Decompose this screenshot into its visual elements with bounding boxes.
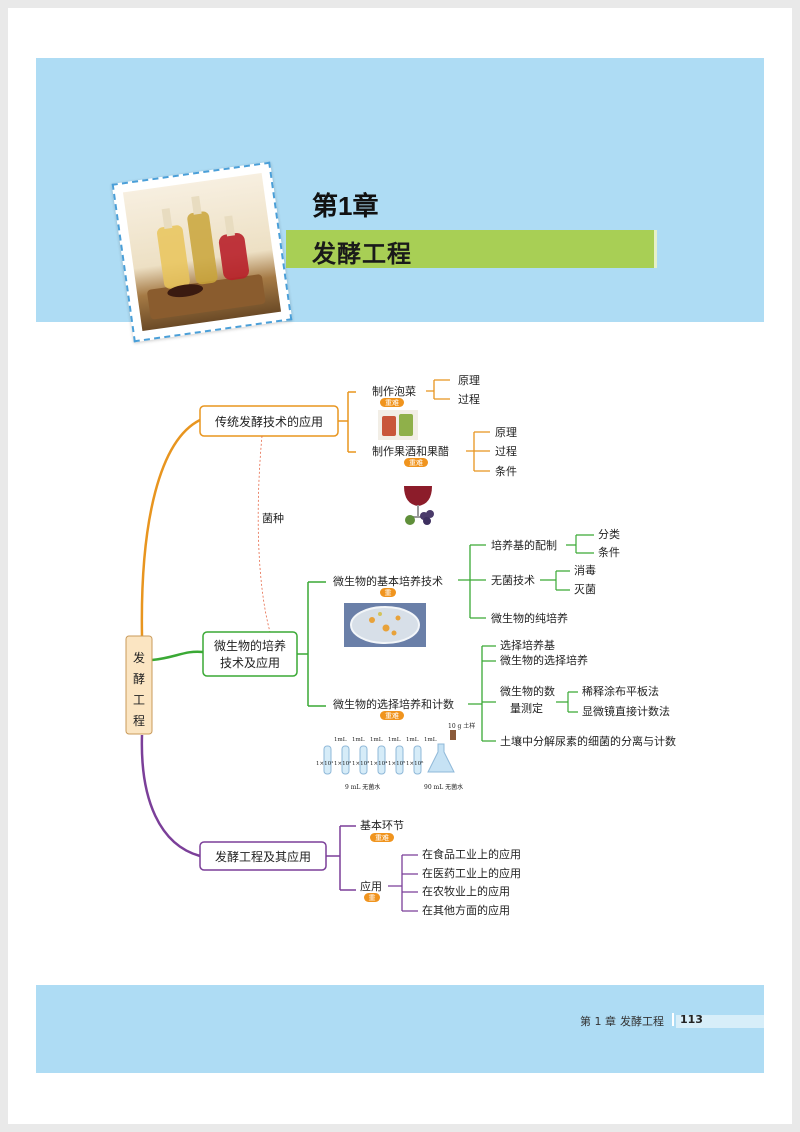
b2-sub1-item1-fork bbox=[566, 534, 594, 554]
root-node bbox=[125, 635, 153, 735]
branch1-connector bbox=[140, 418, 201, 637]
footer-chapter: 第 1 章 bbox=[580, 1015, 616, 1028]
b2-sub2-badge bbox=[380, 711, 404, 720]
b1-sub2-badge-text: 重难 bbox=[409, 458, 423, 467]
b1-sub2-label: 制作果酒和果醋 bbox=[372, 444, 449, 458]
dilution-tube-6: 1×10⁶ bbox=[406, 760, 424, 767]
dilution-volume-5: 1mL bbox=[406, 737, 419, 743]
b2-sub1-fork bbox=[458, 544, 486, 619]
dilution-flask-label: 90 mL 无菌水 bbox=[424, 783, 463, 791]
root-char-3: 工 bbox=[133, 693, 145, 707]
b2-sub2-item-3-child-2: 显微镜直接计数法 bbox=[582, 704, 670, 718]
b2-sub2-item-3-line1: 微生物的数 bbox=[500, 684, 555, 698]
petri-dish-image bbox=[344, 603, 426, 647]
b2-sub1-label: 微生物的基本培养技术 bbox=[333, 574, 443, 588]
b1-sub1-child-2: 过程 bbox=[458, 393, 480, 406]
root-char-1: 发 bbox=[133, 650, 145, 665]
b1-sub1-badge-text: 重难 bbox=[385, 398, 399, 407]
b1-sub1-badge bbox=[380, 398, 404, 407]
b2-sub2-item-2: 微生物的选择培养 bbox=[500, 653, 588, 667]
b2-sub2-item-4: 土壤中分解尿素的细菌的分离与计数 bbox=[500, 734, 676, 748]
footer-separator bbox=[672, 1013, 674, 1026]
dilution-tube-label: 9 mL 无菌水 bbox=[345, 783, 380, 791]
b1-sub1-child-1: 原理 bbox=[458, 374, 480, 387]
branch3-fork bbox=[326, 825, 356, 891]
b3-sub2-fork bbox=[388, 854, 418, 912]
chapter-title-bar: 发酵工程 bbox=[286, 230, 657, 268]
b2-sub1-item-1-child-1: 分类 bbox=[598, 527, 620, 541]
b3-sub2-child-3: 在农牧业上的应用 bbox=[422, 884, 510, 898]
dilution-tube-1: 1×10¹ bbox=[316, 760, 333, 767]
b3-sub2-label: 应用 bbox=[360, 879, 382, 893]
branch1-fork bbox=[338, 391, 356, 453]
branch3-connector bbox=[140, 734, 201, 858]
bottles-image bbox=[122, 172, 282, 332]
b2-sub2-label: 微生物的选择培养和计数 bbox=[333, 697, 454, 711]
dilution-volume-4: 1mL bbox=[388, 737, 401, 743]
b2-sub2-item-3-child-1: 稀释涂布平板法 bbox=[582, 684, 659, 698]
branch3-label: 发酵工程及其应用 bbox=[215, 849, 311, 864]
wine-grapes-image bbox=[404, 486, 434, 525]
b2-sub1-item-1-child-2: 条件 bbox=[598, 545, 620, 559]
b2-sub2-badge-text: 重难 bbox=[385, 711, 399, 720]
chapter-photo bbox=[111, 161, 293, 343]
branch2-label-line1: 微生物的培养 bbox=[214, 638, 286, 653]
page-number: 113 bbox=[680, 1013, 703, 1026]
b1-sub1-fork bbox=[426, 379, 450, 400]
strain-link-label: 菌种 bbox=[262, 511, 284, 525]
b2-sub1-item-2-child-1: 消毒 bbox=[574, 563, 596, 577]
b3-sub2-badge bbox=[364, 893, 380, 902]
b3-sub2-badge-text: 重 bbox=[369, 894, 376, 902]
branch1-label: 传统发酵技术的应用 bbox=[215, 414, 323, 429]
branch2-label-line2: 技术及应用 bbox=[220, 655, 280, 670]
root-char-2: 酵 bbox=[133, 672, 145, 686]
dilution-sample-label: 10 g 土样 bbox=[448, 722, 475, 730]
dilution-tube-3: 1×10³ bbox=[352, 760, 369, 767]
b1-sub2-badge bbox=[404, 458, 428, 467]
b2-sub1-item-2: 无菌技术 bbox=[491, 574, 535, 587]
chapter-number: 第1章 bbox=[312, 191, 379, 221]
dilution-tube-4: 1×10⁴ bbox=[370, 760, 388, 767]
pickle-image bbox=[378, 410, 418, 440]
b2-sub1-badge-text: 重 bbox=[385, 589, 392, 597]
b2-sub1-item-1: 培养基的配制 bbox=[491, 538, 557, 552]
footer-band bbox=[36, 985, 764, 1073]
b2-sub2-item-3-line2: 量测定 bbox=[510, 701, 543, 715]
b1-sub1-label: 制作泡菜 bbox=[372, 384, 416, 398]
branch2-fork bbox=[297, 581, 326, 707]
dilution-volume-1: 1mL bbox=[334, 737, 347, 743]
root-char-4: 程 bbox=[133, 713, 145, 728]
b3-sub1-badge-text: 重难 bbox=[375, 833, 389, 842]
dilution-tube-5: 1×10⁵ bbox=[388, 760, 405, 767]
b1-sub2-child-1: 原理 bbox=[495, 426, 517, 439]
b2-sub1-item-2-child-2: 灭菌 bbox=[574, 583, 596, 596]
strain-link bbox=[257, 435, 271, 633]
b3-sub1-badge bbox=[370, 833, 394, 842]
b3-sub2-child-2: 在医药工业上的应用 bbox=[422, 866, 521, 880]
b2-sub1-item2-fork bbox=[540, 570, 570, 591]
b2-sub2-item3-fork bbox=[556, 691, 578, 713]
b2-sub2-item-1: 选择培养基 bbox=[500, 638, 555, 652]
b2-sub1-item-3: 微生物的纯培养 bbox=[491, 611, 568, 625]
footer-page-strip bbox=[676, 1015, 764, 1028]
b3-sub2-child-1: 在食品工业上的应用 bbox=[422, 847, 521, 861]
b1-sub2-child-2: 过程 bbox=[495, 445, 517, 458]
b3-sub2-child-4: 在其他方面的应用 bbox=[422, 903, 510, 917]
branch2-connector bbox=[151, 650, 204, 662]
dilution-volume-6: 1mL bbox=[424, 737, 437, 743]
b1-sub2-fork bbox=[466, 431, 490, 472]
dilution-volume-2: 1mL bbox=[352, 737, 365, 743]
dilution-volume-3: 1mL bbox=[370, 737, 383, 743]
b2-sub1-badge bbox=[380, 588, 396, 597]
chapter-title: 发酵工程 bbox=[312, 240, 412, 268]
b2-sub2-fork bbox=[468, 645, 496, 742]
dilution-tube-2: 1×10² bbox=[334, 760, 351, 767]
b1-sub2-child-3: 条件 bbox=[495, 464, 517, 478]
footer-title: 发酵工程 bbox=[620, 1015, 664, 1028]
b3-sub1-label: 基本环节 bbox=[360, 818, 404, 832]
